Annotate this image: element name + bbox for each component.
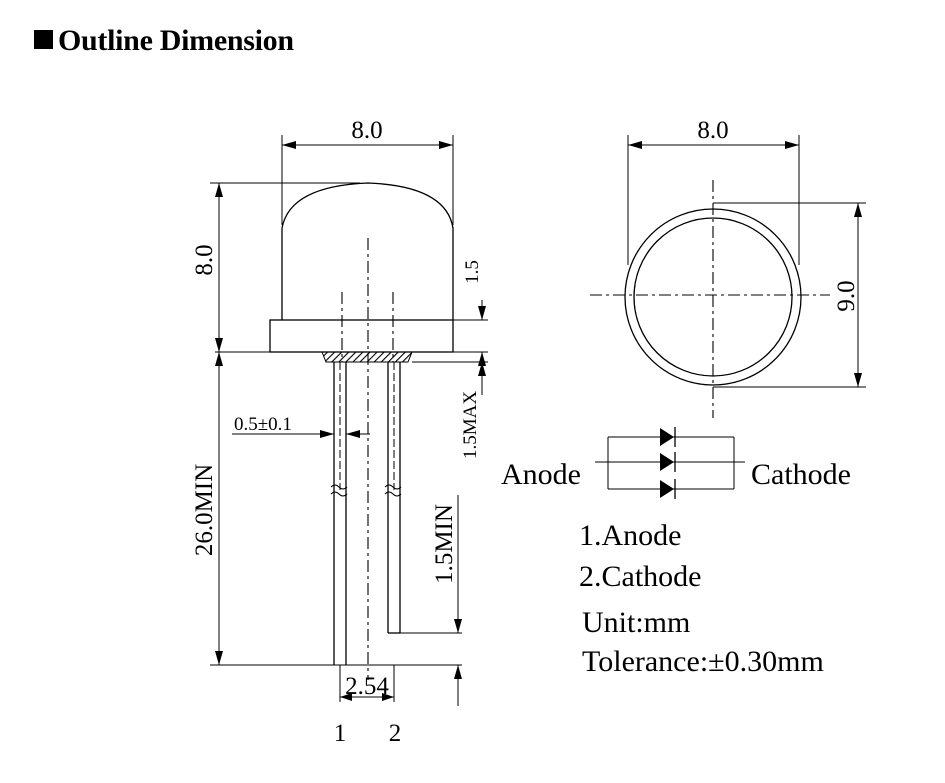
dim-lead-spacing-text: 2.54 <box>345 673 389 700</box>
dim-top-width-text: 8.0 <box>697 117 728 144</box>
dim-lens-width: 8.0 <box>281 117 454 225</box>
diode-icon <box>660 427 676 447</box>
diode-icon <box>660 479 676 499</box>
lens-flange <box>269 319 454 353</box>
dim-lead-kink: 1.5MIN <box>400 495 462 706</box>
dim-total-height-text: 8.0 <box>191 244 218 275</box>
lens-dome <box>281 182 454 320</box>
legend-unit: Unit:mm <box>582 606 690 639</box>
lead-2 <box>384 362 402 634</box>
dim-lead-length-text: 26.0MIN <box>191 464 218 556</box>
dim-lead-width: 0.5±0.1 <box>232 414 370 438</box>
dim-lead-kink-text: 1.5MIN <box>431 504 458 584</box>
lead-1 <box>330 362 348 665</box>
resin-hatch <box>321 351 413 363</box>
dim-flange-height-text: 1.5 <box>462 260 483 284</box>
dim-resin-max-text: 1.5MAX <box>460 391 481 459</box>
anode-label: Anode <box>501 458 581 491</box>
diode-icon <box>660 452 676 472</box>
side-view: 8.0 8.0 1.5 1.5MAX <box>191 117 488 747</box>
page-title-text: Outline Dimension <box>58 24 294 57</box>
legend-pin2: 2.Cathode <box>579 560 701 593</box>
dim-top-height: 9.0 <box>713 202 866 388</box>
dim-flange-height: 1.5 <box>453 260 488 370</box>
pin-2-label: 2 <box>389 720 402 747</box>
dim-lead-length: 26.0MIN <box>191 352 462 666</box>
dim-top-height-text: 9.0 <box>833 280 860 311</box>
pin-1-label: 1 <box>334 720 347 747</box>
top-view: 8.0 9.0 <box>590 117 866 418</box>
diode-schematic: Anode Cathode <box>501 427 851 499</box>
legend: 1.Anode 2.Cathode Unit:mm Tolerance:±0.3… <box>579 519 824 678</box>
legend-pin1: 1.Anode <box>579 519 681 552</box>
dim-lead-spacing: 2.54 <box>339 665 395 702</box>
dim-total-height: 8.0 <box>191 182 360 352</box>
dim-top-width: 8.0 <box>627 117 800 265</box>
dim-resin-max: 1.5MAX <box>412 361 488 459</box>
dim-lens-width-text: 8.0 <box>351 117 382 144</box>
page-title: Outline Dimension <box>34 24 294 58</box>
dim-lead-width-text: 0.5±0.1 <box>234 414 292 435</box>
square-bullet-icon <box>34 30 53 49</box>
cathode-label: Cathode <box>751 458 851 491</box>
legend-tolerance: Tolerance:±0.30mm <box>582 645 824 678</box>
